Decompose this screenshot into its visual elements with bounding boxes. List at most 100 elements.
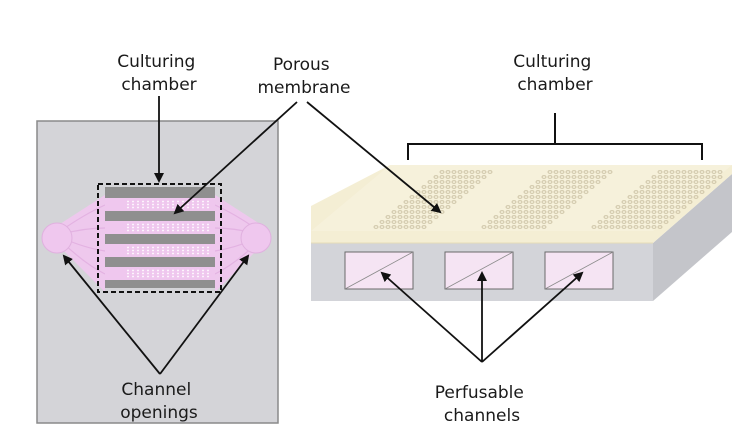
surface-pore [669,185,675,189]
surface-pore [391,225,397,229]
surface-pore [675,170,681,174]
pore-dot [142,226,144,229]
surface-pore [433,190,439,194]
pore-dot [202,223,204,226]
surface-pore [639,195,645,199]
block-side-face [653,174,732,301]
surface-pore [687,185,693,189]
pore-dot [207,206,209,209]
pore-dot [207,272,209,275]
surface-pore [681,205,687,209]
surface-pore [571,185,577,189]
pore-dot [187,272,189,275]
surface-pore [681,175,687,179]
surface-pore [409,215,415,219]
surface-pore [675,175,681,179]
pore-dot [132,269,134,272]
pore-dot [187,269,189,272]
pore-dot [182,269,184,272]
surface-pore [421,220,427,224]
surface-pore [669,195,675,199]
surface-pore [547,220,553,224]
surface-pore [553,200,559,204]
surface-pore [553,190,559,194]
surface-pore [633,215,639,219]
surface-pore [693,195,699,199]
pore-dot [142,275,144,278]
surface-pore [663,190,669,194]
pore-dot [177,203,179,206]
surface-pore [517,205,523,209]
surface-pore [409,200,415,204]
surface-pore [463,170,469,174]
pore-dot [187,249,189,252]
surface-pore [705,170,711,174]
surface-pore [409,205,415,209]
surface-pore [559,205,565,209]
surface-pore [657,190,663,194]
surface-pore [457,180,463,184]
surface-pore [427,180,433,184]
surface-pore [633,210,639,214]
pore-dot [137,249,139,252]
surface-pore [439,190,445,194]
pore-dot [192,246,194,249]
surface-pore [535,195,541,199]
surface-pore [523,195,529,199]
surface-pore [457,195,463,199]
surface-pore [627,205,633,209]
surface-pore [529,210,535,214]
pore-dot [142,269,144,272]
surface-pore [529,185,535,189]
surface-pore [541,185,547,189]
pore-dot [137,246,139,249]
surface-pore [669,190,675,194]
pore-dot [152,203,154,206]
surface-pore [391,215,397,219]
pore-dot [147,223,149,226]
surface-pore [481,175,487,179]
pore-dot [132,272,134,275]
surface-pore [523,220,529,224]
pore-dot [142,252,144,255]
surface-pore [669,210,675,214]
surface-pore [433,185,439,189]
surface-pore [559,170,565,174]
pore-dot [182,229,184,232]
surface-pore [559,200,565,204]
pore-dot [177,223,179,226]
surface-pore [451,170,457,174]
pore-dot [127,252,129,255]
pore-dot [182,226,184,229]
pore-dot [147,203,149,206]
surface-pore [717,175,723,179]
pore-dot [197,249,199,252]
surface-pore [699,170,705,174]
surface-pore [693,190,699,194]
pore-dot [157,229,159,232]
surface-pore [559,175,565,179]
surface-pore [705,185,711,189]
surface-pore [553,180,559,184]
pore-dot [167,275,169,278]
arrow-membrane-left [173,101,298,215]
pore-dot [142,223,144,226]
surface-pore [681,185,687,189]
surface-pore [609,225,615,229]
pore-dot [167,272,169,275]
surface-pore [693,185,699,189]
surface-pore [615,210,621,214]
pore-dot [177,269,179,272]
surface-pore [505,210,511,214]
surface-pore [675,180,681,184]
pore-dot [162,203,164,206]
surface-pore [535,200,541,204]
surface-pore [439,175,445,179]
pore-dot [132,229,134,232]
surface-pore [711,170,717,174]
surface-pore [469,175,475,179]
pore-dot [202,252,204,255]
pore-dot [157,206,159,209]
pore-dot [177,226,179,229]
surface-pore [639,215,645,219]
